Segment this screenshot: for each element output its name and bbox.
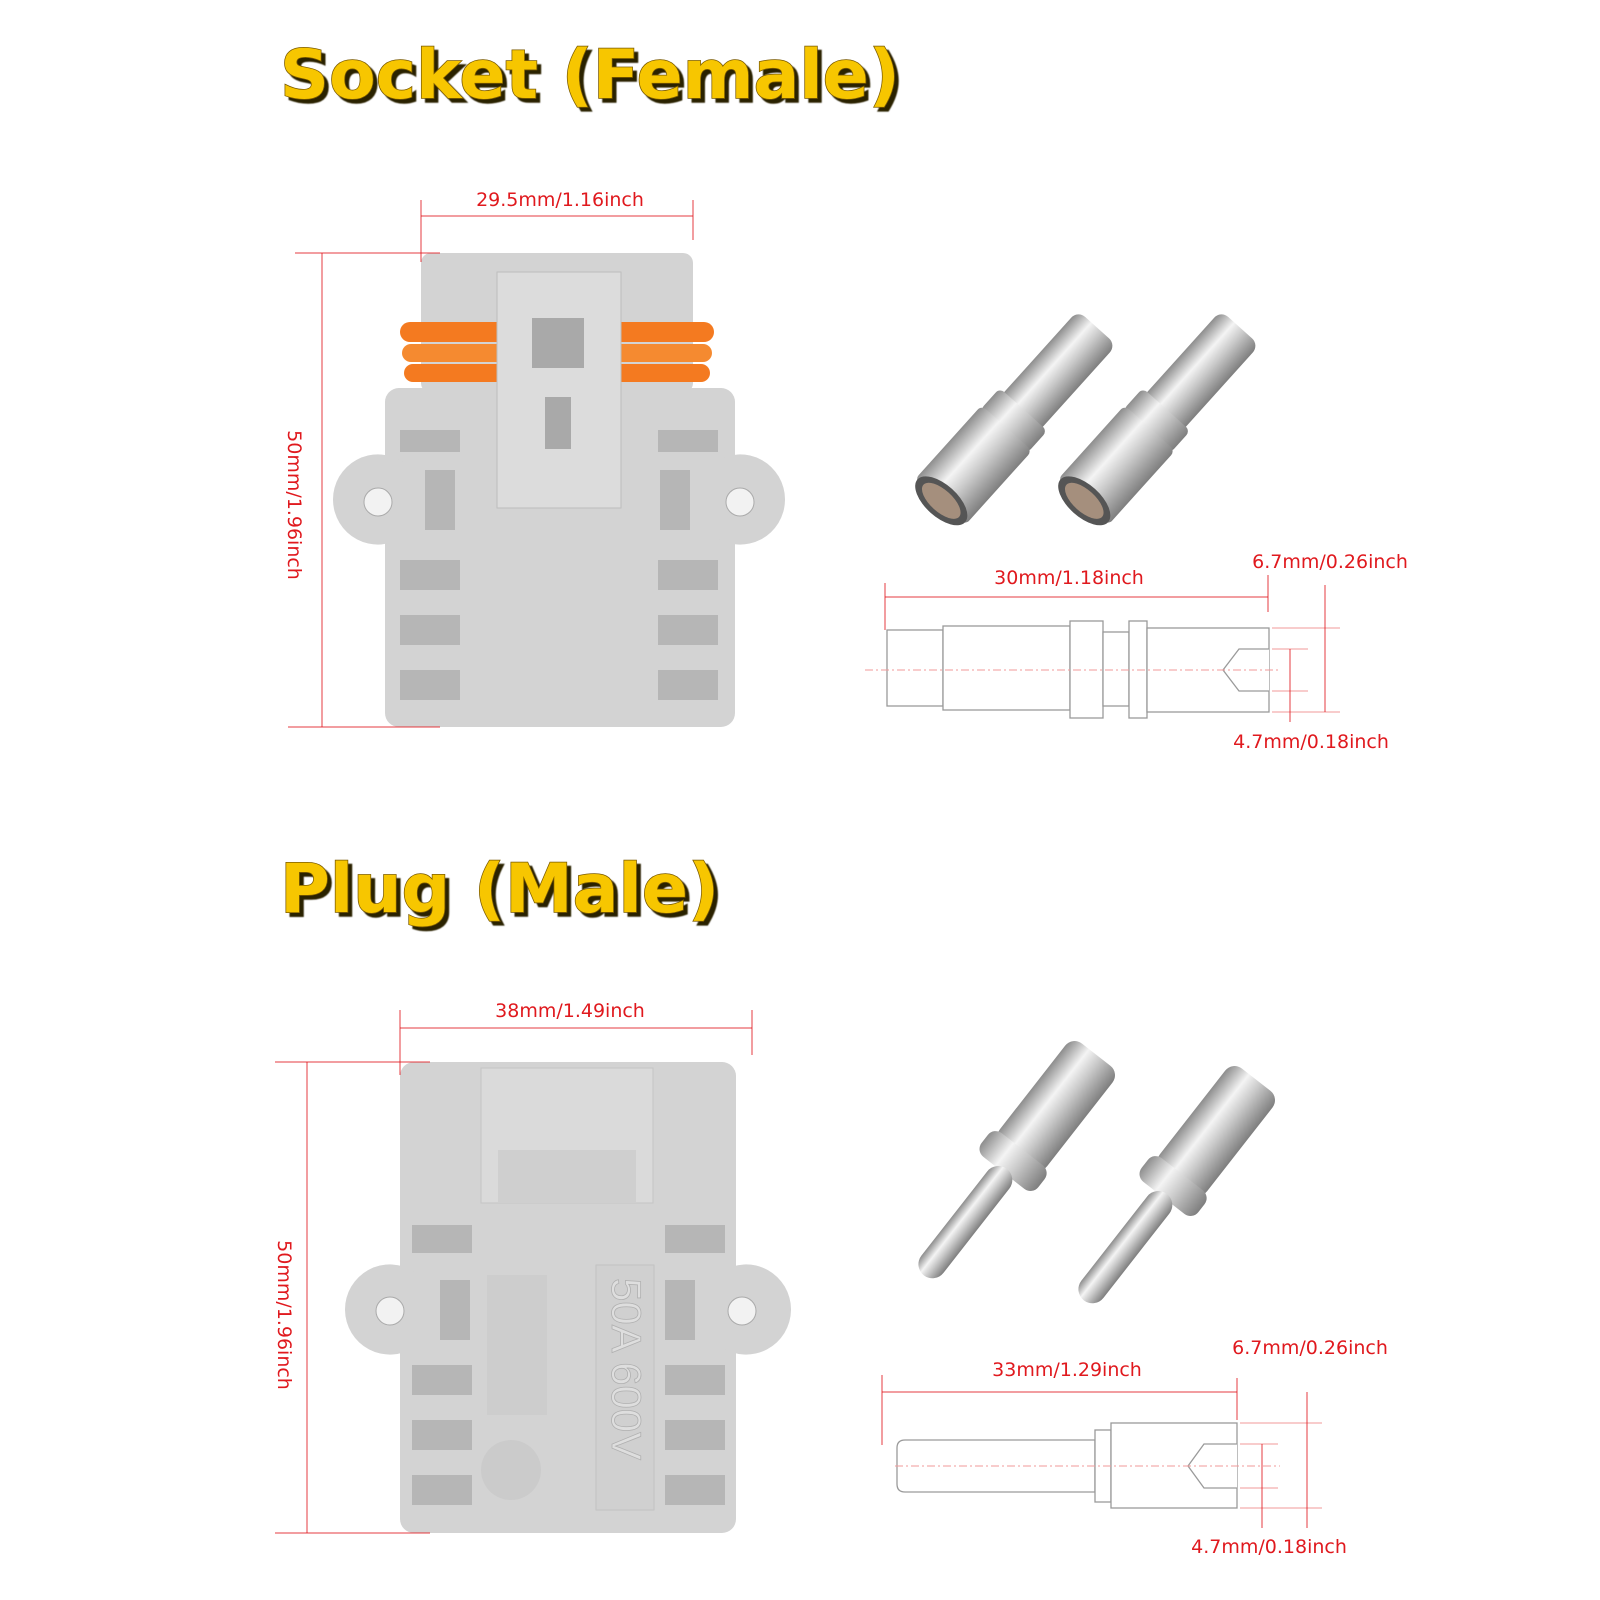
socket-pin-inner-diameter-label: 4.7mm/0.18inch: [1233, 731, 1389, 753]
socket-pin-dimensions: 30mm/1.18inch 6.7mm/0.26inch 4.7mm/0.18i…: [884, 551, 1408, 753]
rating-marking: 50A 600V: [603, 1278, 650, 1460]
plug-width-dimension: 38mm/1.49inch: [399, 1000, 753, 1075]
socket-width-dimension: 29.5mm/1.16inch: [420, 189, 694, 262]
plug-pin-inner-diameter-label: 4.7mm/0.18inch: [1191, 1536, 1347, 1558]
socket-pin-length-label: 30mm/1.18inch: [994, 567, 1144, 589]
plug-latch: [480, 1067, 654, 1204]
plug-width-label: 38mm/1.49inch: [495, 1000, 645, 1022]
latch: [496, 271, 622, 509]
socket-pin-outer-diameter-label: 6.7mm/0.26inch: [1252, 551, 1408, 573]
plug-pin-dimensions: 33mm/1.29inch 6.7mm/0.26inch 4.7mm/0.18i…: [881, 1337, 1388, 1558]
plug-housing: 50A 600V: [344, 1062, 792, 1533]
plug-pin-outer-diameter-label: 6.7mm/0.26inch: [1232, 1337, 1388, 1359]
plug-height-label: 50mm/1.96inch: [273, 1240, 295, 1390]
plug-pin-length-label: 33mm/1.29inch: [992, 1359, 1142, 1381]
socket-height-dimension: 50mm/1.96inch: [283, 252, 440, 728]
plug-pin-drawing: [895, 1422, 1280, 1509]
plug-height-dimension: 50mm/1.96inch: [273, 1061, 430, 1534]
socket-title: Socket (Female): [280, 36, 900, 115]
socket-pin-drawing: [865, 620, 1280, 719]
plug-title: Plug (Male): [280, 850, 719, 929]
plug-pins-photo: [918, 1041, 1275, 1304]
socket-width-label: 29.5mm/1.16inch: [476, 189, 644, 211]
socket-pins-photo: [915, 314, 1256, 526]
socket-height-label: 50mm/1.96inch: [283, 430, 305, 580]
socket-housing: [332, 253, 786, 727]
